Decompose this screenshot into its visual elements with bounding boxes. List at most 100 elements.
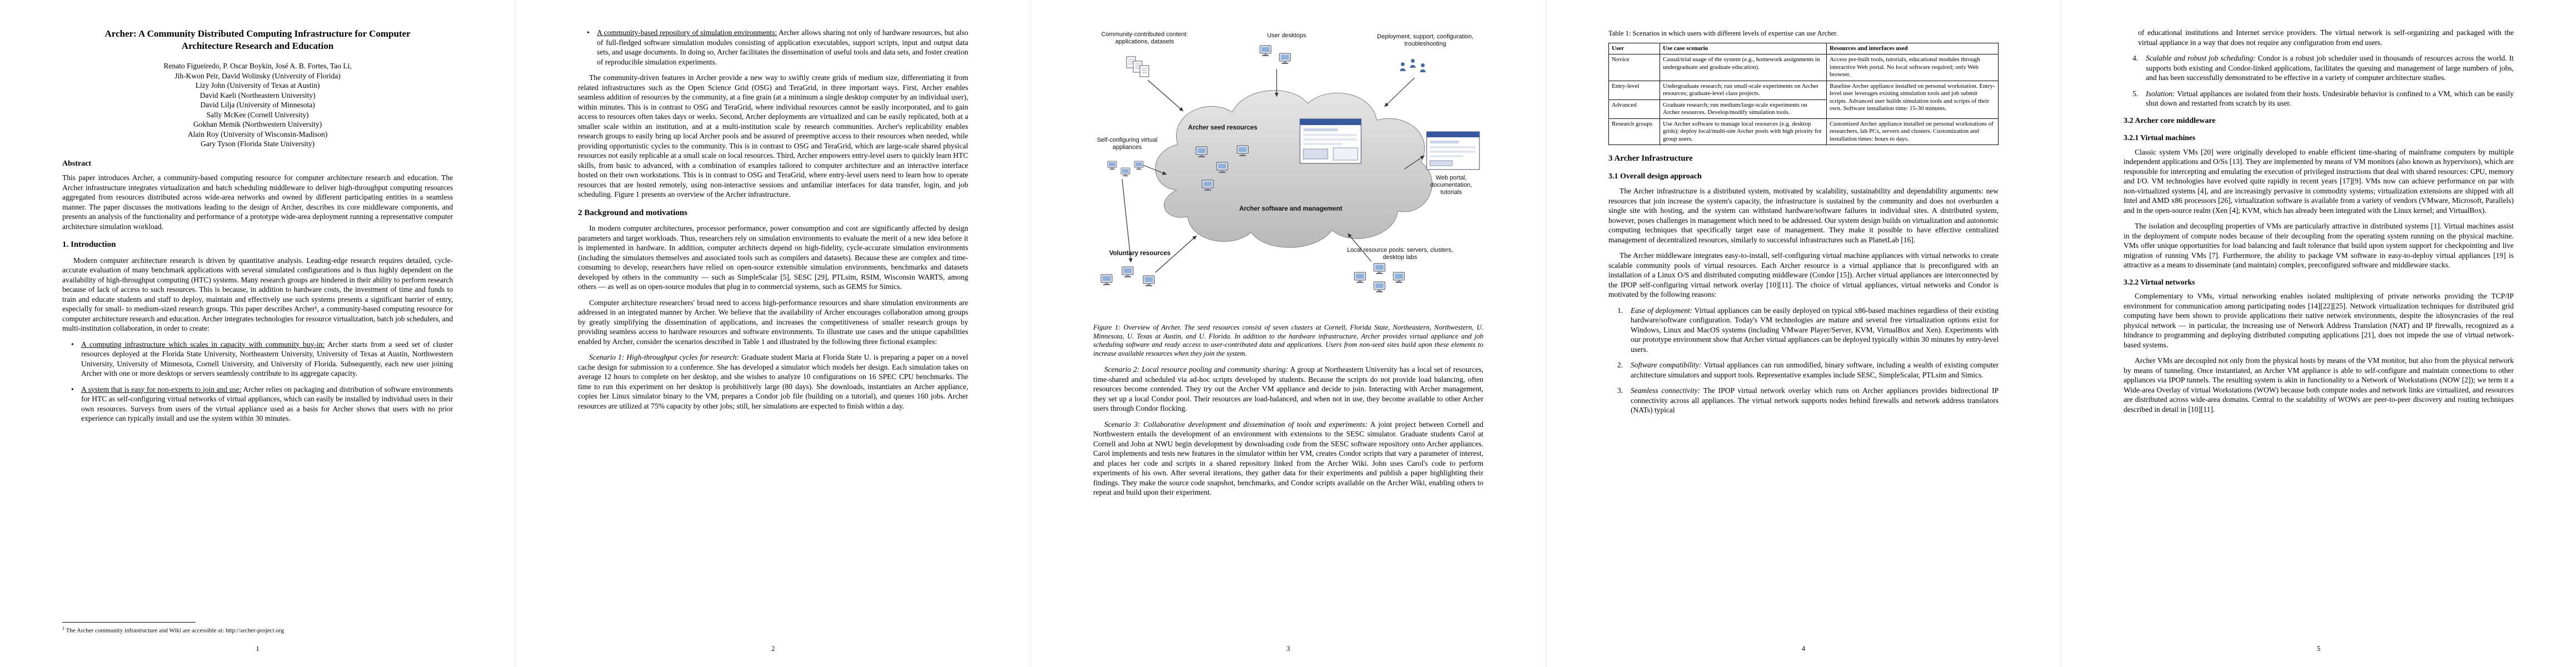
author-line: Gary Tyson (Florida State University) [200, 140, 315, 148]
abstract-text: This paper introduces Archer, a communit… [62, 173, 453, 231]
item-number: 5. [2132, 89, 2139, 98]
figure-1-diagram: Community-contributed content: applicati… [1093, 29, 1484, 318]
item-number: 1. [1617, 306, 1623, 315]
cell-resources: Baseline Archer appliance installed on p… [1826, 80, 1999, 119]
arrow-localpools-to-cloud [1347, 233, 1372, 262]
arrow-content-to-cloud [1147, 79, 1184, 112]
table-1-caption: Table 1: Scenarios in which users with d… [1608, 29, 1838, 37]
abstract-heading: Abstract [62, 159, 92, 168]
item-lead: Ease of deployment: [1631, 306, 1693, 315]
paragraph-continuation: of educational institutions and Internet… [2138, 28, 2514, 47]
author-block: Renato Figueiredo, P. Oscar Boykin, José… [62, 61, 453, 149]
arrow-voluntary-to-cloud [1155, 235, 1197, 273]
item-lead: Scalable and robust job scheduling: [2146, 54, 2256, 62]
paragraph: Classic system VMs [20] were originally … [2124, 147, 2514, 215]
bullet-text: Archer relies on packaging and distribut… [81, 385, 453, 423]
cell-scenario: Graduate research; run medium/large-scal… [1660, 99, 1827, 119]
item-number: 4. [2132, 54, 2139, 62]
arrow-cloud-to-portal [1404, 155, 1425, 170]
section-heading-design-approach: 3.1 Overall design approach [1608, 172, 1702, 181]
table-row-advanced: Advanced Graduate research; run medium/l… [1608, 99, 1999, 119]
bullet-item: • A system that is easy for non-experts … [71, 385, 453, 424]
item-lead: Seamless connectivity: [1631, 386, 1701, 395]
appliance-icon [1107, 161, 1117, 170]
page-number: 3 [1286, 644, 1291, 653]
table-header-scenario: Use case scenario [1660, 42, 1827, 54]
label-local-pools: Local resource pools: servers, clusters,… [1347, 247, 1453, 261]
arrow-support-to-cloud [1384, 77, 1415, 107]
scenario-1-paragraph: Scenario 1: High-throughput cycles for r… [578, 352, 968, 411]
label-voluntary-resources: Voluntary resources [1109, 250, 1171, 257]
paragraph: Complementary to VMs, virtual networking… [2124, 292, 2514, 349]
item-text: The IPOP virtual network overlay which r… [1631, 386, 1999, 414]
bullet-lead: A system that is easy for non-experts to… [81, 385, 242, 394]
paragraph: In modern computer architectures, proces… [578, 224, 968, 291]
paragraph: The isolation and decoupling properties … [2124, 222, 2514, 269]
web-portal-window-icon [1426, 131, 1480, 170]
author-line: Sally McKee (Cornell University) [206, 110, 309, 119]
item-text: Virtual appliances can be easily deploye… [1631, 306, 1999, 354]
author-line: Jih-Kwon Peir, David Wolinsky (Universit… [175, 71, 341, 80]
figure-1-caption: Figure 1: Overview of Archer. The seed r… [1093, 323, 1483, 357]
cell-resources: Customized Archer appliance installed on… [1826, 118, 1999, 145]
item-lead: Isolation: [2146, 89, 2175, 98]
label-user-desktops: User desktops [1267, 32, 1307, 39]
page-2: • A community-based repository of simula… [515, 0, 1030, 667]
archer-overview-diagram [1100, 45, 1480, 293]
bullet-text: Archer allows sharing not only of hardwa… [597, 28, 969, 66]
bullet-lead: A community-based repository of simulati… [597, 28, 778, 37]
voluntary-desktop-icon [1143, 275, 1155, 287]
table-header-resources: Resources and interfaces used [1826, 42, 1999, 54]
local-pool-desktop-icon [1393, 272, 1405, 283]
footnote-marker: 1 [62, 626, 64, 631]
label-software-management: Archer software and management [1239, 206, 1343, 212]
page-5: of educational institutions and Internet… [2061, 0, 2576, 667]
person-icon [1400, 62, 1406, 71]
item-text: Virtual appliances are isolated from the… [2146, 89, 2514, 108]
page-number: 2 [771, 644, 775, 653]
cell-user: Novice [1608, 54, 1660, 81]
label-seed-resources: Archer seed resources [1188, 125, 1258, 131]
voluntary-desktop-icon [1100, 274, 1113, 286]
paragraph: The community-driven features in Archer … [578, 73, 968, 198]
document-icon [1139, 65, 1149, 77]
page-number: 4 [1801, 644, 1806, 653]
cell-scenario: Casual/trial usage of the system (e.g., … [1660, 54, 1827, 81]
scenario-2-paragraph: Scenario 2: Local resource pooling and c… [1093, 365, 1483, 414]
author-line: Alain Roy (University of Wisconsin-Madis… [187, 130, 328, 138]
cell-user: Research groups [1608, 118, 1660, 145]
page-title: Archer: A Community Distributed Computin… [104, 28, 411, 51]
section-heading-introduction: 1. Introduction [62, 240, 116, 249]
table-1: User Use case scenario Resources and int… [1608, 42, 1999, 146]
label-web-portal: Web portal, documentation, tutorials [1430, 175, 1472, 196]
footnote-block: 1 The Archer community infrastructure an… [62, 622, 453, 635]
footnote: 1 The Archer community infrastructure an… [62, 625, 453, 635]
bullet-marker: • [71, 385, 74, 394]
numbered-item: 5. Isolation: Virtual appliances are iso… [2132, 89, 2514, 108]
table-header-row: User Use case scenario Resources and int… [1608, 42, 1999, 54]
bullet-lead: A computing infrastructure which scales … [81, 340, 325, 349]
paragraph: Archer VMs are decoupled not only from t… [2124, 356, 2514, 414]
author-line: Gokhan Memik (Northwestern University) [193, 120, 322, 128]
figure-1: Community-contributed content: applicati… [1093, 29, 1483, 358]
person-icon [1420, 63, 1426, 72]
table-row-novice: Novice Casual/trial usage of the system … [1608, 54, 1999, 81]
archer-url-link[interactable]: http://archer-project.org [225, 628, 284, 634]
label-self-configuring: Self-configuring virtual appliances [1097, 137, 1158, 151]
label-deployment-support: Deployment, support, configuration, trou… [1377, 33, 1474, 47]
voluntary-desktop-icon [1122, 266, 1134, 278]
scenario-1-text: Graduate student Maria at Florida State … [578, 353, 968, 410]
arrow-appliances-to-cloud [1143, 165, 1167, 175]
item-number: 3. [1617, 386, 1623, 395]
desktop-icon [1279, 53, 1291, 64]
item-text: Virtual appliances can run unmodified, b… [1631, 361, 1999, 379]
page-4: Table 1: Scenarios in which users with d… [1546, 0, 2061, 667]
item-number: 2. [1617, 361, 1623, 369]
paragraph: Modern computer architecture research is… [62, 256, 453, 333]
author-line: Renato Figueiredo, P. Oscar Boykin, José… [163, 62, 352, 70]
table-row-entry-level: Entry-level Undergraduate research; run … [1608, 80, 1999, 119]
archer-software-screenshot-icon [1299, 118, 1362, 164]
paragraph: Computer architecture researchers' broad… [578, 298, 968, 346]
scenario-3-paragraph: Scenario 3: Collaborative development an… [1093, 420, 1483, 497]
local-pool-desktop-icon [1354, 272, 1366, 283]
